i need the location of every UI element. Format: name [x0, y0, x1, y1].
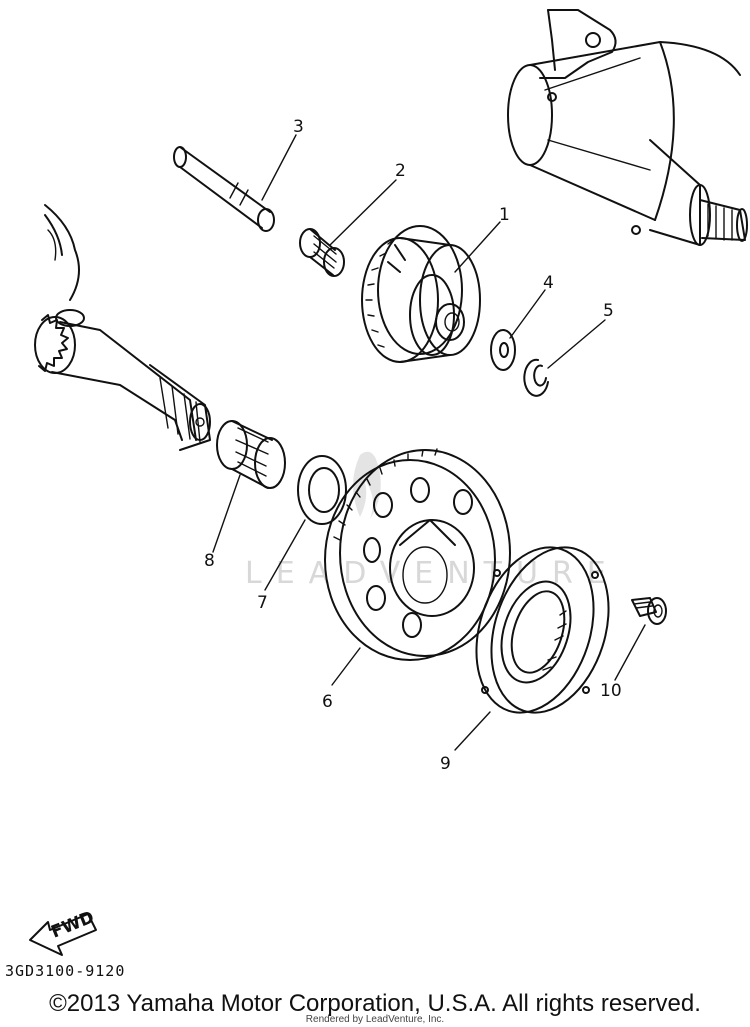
callout-4: 4	[543, 273, 554, 293]
fwd-label: FWD	[48, 907, 97, 942]
callout-7: 7	[257, 593, 268, 613]
part-3-shaft	[173, 146, 275, 232]
crankshaft	[34, 204, 211, 451]
part-6-wheel-gear	[324, 448, 511, 661]
callout-1: 1	[499, 205, 510, 225]
watermark-text: LEADVENTURE	[245, 556, 620, 591]
copyright-notice: ©2013 Yamaha Motor Corporation, U.S.A. A…	[49, 990, 701, 1017]
fwd-arrow-icon: FWD	[29, 907, 97, 956]
callout-6: 6	[322, 692, 333, 712]
part-5-circlip	[523, 358, 549, 397]
callout-10: 10	[600, 681, 622, 701]
callout-2: 2	[395, 161, 406, 181]
part-4-washer	[490, 329, 516, 371]
callout-8: 8	[204, 551, 215, 571]
rendered-by-notice: Rendered by LeadVenture, Inc.	[305, 1014, 445, 1025]
part-8-needle-bearing	[216, 420, 286, 489]
leader-lines	[212, 134, 646, 751]
part-2-needle-bearing	[299, 228, 345, 277]
callout-3: 3	[293, 117, 304, 137]
drawing-code: 3GD3100-9120	[5, 962, 125, 980]
part-7-washer	[297, 455, 347, 525]
part-10-bolt	[631, 597, 667, 625]
callout-5: 5	[603, 301, 614, 321]
starter-motor	[507, 9, 748, 246]
part-1-idle-gear	[361, 225, 481, 363]
part-9-one-way-clutch	[475, 546, 610, 714]
callout-9: 9	[440, 754, 451, 774]
